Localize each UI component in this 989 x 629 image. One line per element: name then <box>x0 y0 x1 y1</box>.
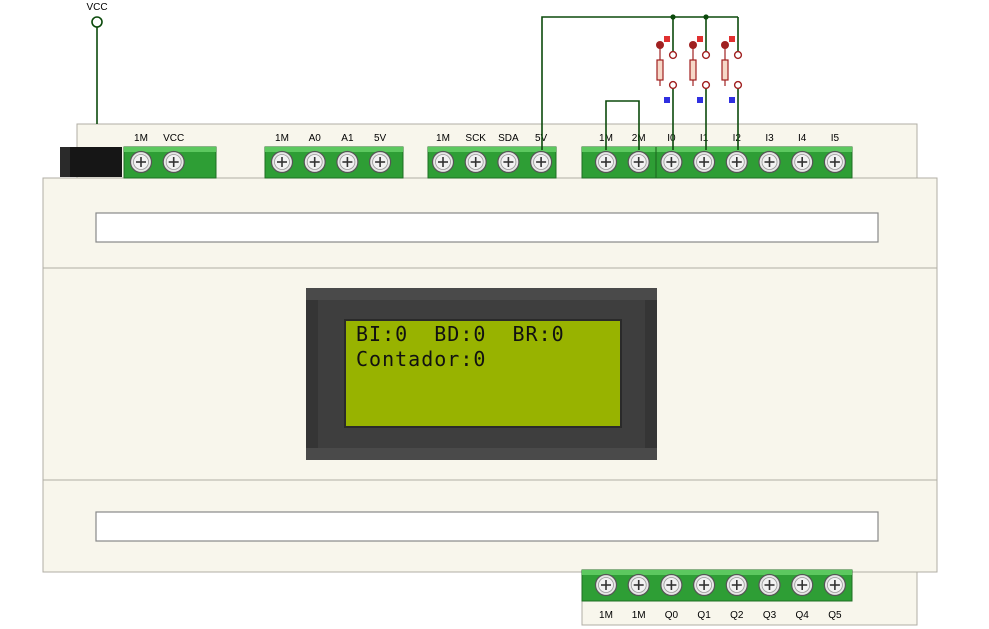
upper-label-slot <box>95 212 879 243</box>
terminal-block-highlight <box>265 147 403 152</box>
switch-state-marker-bottom <box>664 97 670 103</box>
switch-button-icon <box>689 41 697 49</box>
vcc-supply-label: VCC <box>86 2 107 13</box>
terminal-label-power: 1M <box>134 133 148 144</box>
switch-pin-top <box>733 50 743 60</box>
terminal-block-power: 1M VCC <box>123 133 217 179</box>
terminal-label-analog: A1 <box>341 133 354 144</box>
terminal-label-outputs: 1M <box>599 610 613 621</box>
switch-state-marker-bottom <box>729 97 735 103</box>
terminal-block-analog: 1M A0 A1 5V <box>264 133 404 179</box>
terminal-label-i2c: SDA <box>498 133 519 144</box>
lower-label-slot <box>95 511 879 542</box>
terminal-label-analog: 5V <box>374 133 387 144</box>
terminal-block-highlight <box>428 147 556 152</box>
terminal-label-i2c: 1M <box>436 133 450 144</box>
pushbutton-switches <box>656 36 743 103</box>
terminal-label-inputs: I4 <box>798 133 807 144</box>
lcd-screen <box>344 319 622 428</box>
terminal-label-analog: A0 <box>309 133 322 144</box>
switch-pin-bottom <box>668 80 678 90</box>
lcd-line-1: BI:0 BD:0 BR:0 <box>356 322 565 346</box>
terminal-label-i2c: SCK <box>465 133 486 144</box>
switch-pin-top <box>668 50 678 60</box>
switch-pin-bottom <box>733 80 743 90</box>
terminal-label-inputs: I2 <box>733 133 742 144</box>
switch-actuator <box>721 59 729 81</box>
terminal-block-highlight <box>582 147 852 152</box>
terminal-label-outputs: Q1 <box>697 610 711 621</box>
switch-button-icon <box>721 41 729 49</box>
terminal-label-power: VCC <box>163 133 184 144</box>
switch-state-marker-top <box>729 36 735 42</box>
terminal-label-outputs: Q2 <box>730 610 744 621</box>
pushbutton-switch[interactable] <box>689 36 711 103</box>
terminal-label-outputs: 1M <box>632 610 646 621</box>
terminal-label-outputs: Q4 <box>796 610 810 621</box>
switch-actuator <box>689 59 697 81</box>
switch-state-marker-top <box>697 36 703 42</box>
terminal-block-highlight <box>124 147 216 152</box>
terminal-label-inputs: I1 <box>700 133 709 144</box>
terminal-label-outputs: Q0 <box>665 610 679 621</box>
terminal-block-highlight <box>582 570 852 575</box>
terminal-label-inputs: I3 <box>765 133 774 144</box>
vcc-terminal-icon <box>91 16 103 28</box>
pushbutton-switch[interactable] <box>656 36 678 103</box>
switch-actuator <box>656 59 664 81</box>
switch-state-marker-top <box>664 36 670 42</box>
wire-junctions <box>670 14 709 20</box>
lcd-module <box>306 288 657 460</box>
terminal-label-outputs: Q3 <box>763 610 777 621</box>
switch-state-marker-bottom <box>697 97 703 103</box>
switch-button-icon <box>656 41 664 49</box>
switch-pin-top <box>701 50 711 60</box>
terminal-block-outputs: 1M 1M Q0 Q1 Q2 Q3 Q4 Q5 <box>581 569 853 621</box>
terminal-label-outputs: Q5 <box>828 610 842 621</box>
terminal-label-analog: 1M <box>275 133 289 144</box>
terminal-label-inputs: I5 <box>831 133 840 144</box>
power-jack <box>60 147 122 177</box>
lcd-line-2: Contador:0 <box>356 347 487 371</box>
terminal-label-inputs: I0 <box>667 133 676 144</box>
wire-1m-2m-jumper <box>605 100 640 150</box>
switch-pin-bottom <box>701 80 711 90</box>
pushbutton-switch[interactable] <box>721 36 743 103</box>
